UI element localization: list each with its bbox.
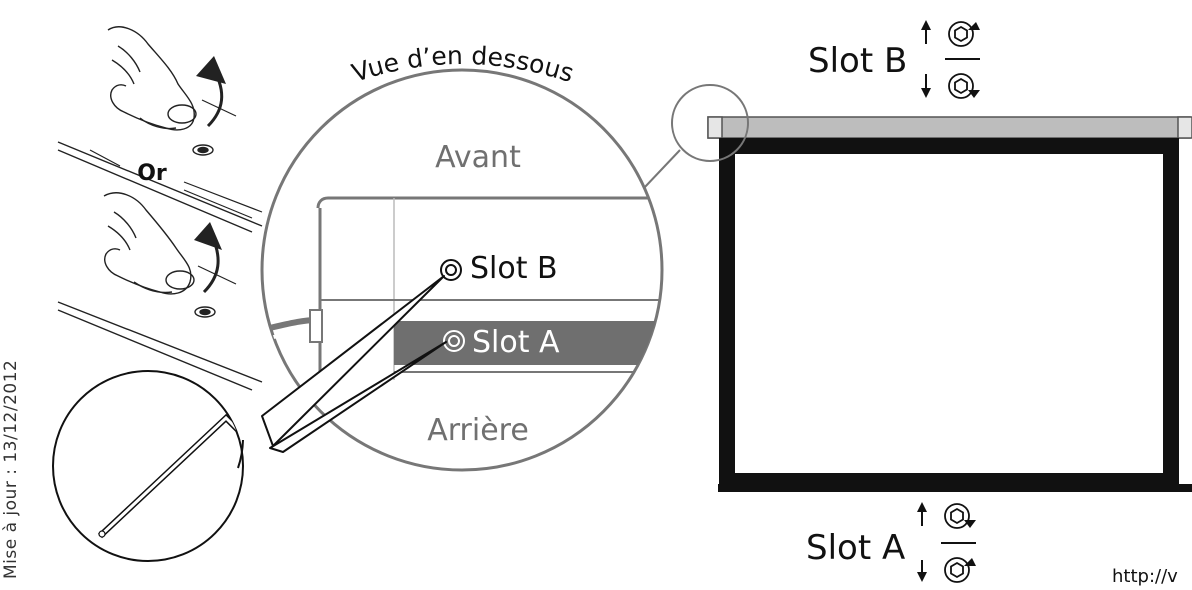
hex-key-detail [52, 370, 244, 562]
hex-key-rotate-icon [945, 21, 980, 99]
front-label: Avant [435, 140, 521, 175]
or-label: Or [137, 161, 167, 186]
up-down-arrows-icon [917, 502, 927, 582]
rear-label: Arrière [427, 413, 529, 448]
zoom-connector [643, 149, 681, 189]
arrow-up-icon [196, 56, 226, 84]
slot-b-label-underside: Slot B [470, 251, 558, 286]
release-button-icon [192, 144, 214, 156]
up-down-arrows-icon [921, 20, 931, 98]
slot-b-screw-icon [440, 259, 462, 281]
or-separator [89, 149, 263, 219]
slot-a-band [394, 321, 662, 365]
arrow-up-icon [194, 222, 222, 250]
hex-key-icon [98, 530, 106, 538]
hand-illustration-top [57, 26, 263, 233]
underside-view [260, 68, 664, 472]
slot-b-label-screen: Slot B [808, 41, 907, 81]
hand-illustration-bottom [57, 192, 263, 391]
slot-a-screw-icon [443, 330, 465, 352]
screen-casing [707, 116, 1191, 139]
screen-surface [719, 138, 1179, 489]
projection-screen [671, 84, 1192, 492]
bottom-bar [718, 484, 1192, 492]
zoom-corner-circle [671, 84, 749, 162]
update-date: Mise à jour : 13/12/2012 [1, 359, 21, 579]
slot-a-label-underside: Slot A [472, 325, 560, 360]
pointer-lines [261, 275, 447, 453]
release-button-icon [194, 306, 216, 318]
hex-key-rotate-icon [941, 503, 976, 583]
website-url: http://v [1112, 566, 1178, 587]
slot-a-label-screen: Slot A [806, 528, 905, 568]
